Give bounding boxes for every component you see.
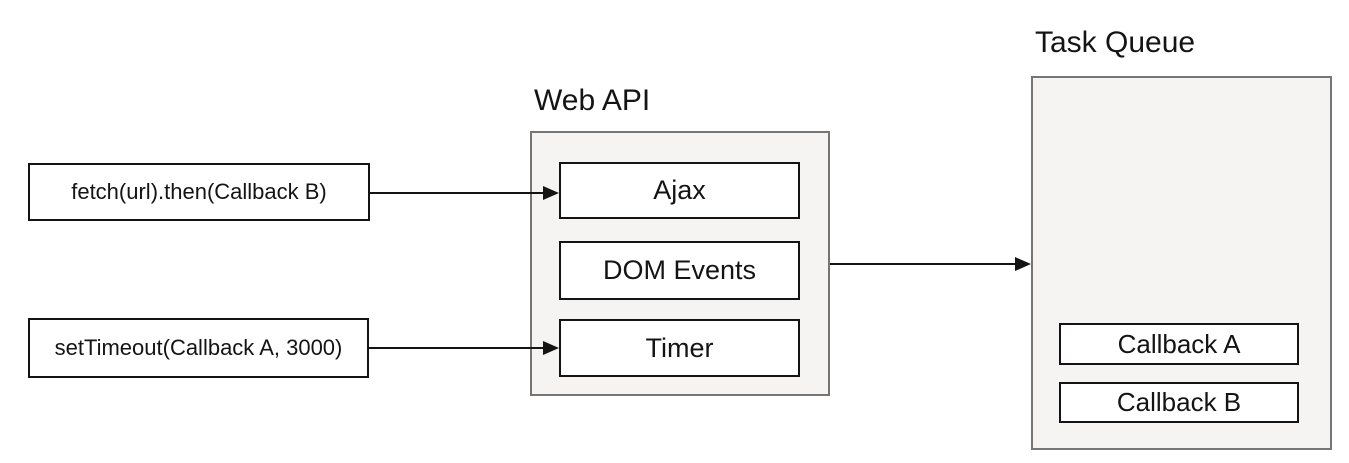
callback-a-label: Callback A xyxy=(1117,328,1241,359)
arrow-settimeout-to-timer xyxy=(369,341,559,355)
web-api-container: Ajax DOM Events Timer xyxy=(530,131,830,396)
web-api-title: Web API xyxy=(534,84,651,117)
ajax-label: Ajax xyxy=(653,175,706,205)
web-api-item-timer: Timer xyxy=(559,319,800,377)
arrowhead-icon xyxy=(543,341,559,355)
settimeout-call-box: setTimeout(Callback A, 3000) xyxy=(28,318,369,378)
task-queue-item-callback-b: Callback B xyxy=(1059,382,1299,423)
dom-events-label: DOM Events xyxy=(602,255,757,285)
timer-label: Timer xyxy=(645,332,714,363)
web-api-item-ajax: Ajax xyxy=(559,162,800,219)
task-queue-container: Callback A Callback B xyxy=(1031,76,1332,450)
fetch-call-box: fetch(url).then(Callback B) xyxy=(28,163,370,221)
arrow-shaft xyxy=(830,263,1020,265)
task-queue-title: Task Queue xyxy=(1035,26,1196,59)
callback-b-label: Callback B xyxy=(1116,387,1242,417)
arrow-shaft xyxy=(370,192,548,194)
arrow-fetch-to-ajax xyxy=(370,186,559,200)
task-queue-item-callback-a: Callback A xyxy=(1059,323,1299,365)
arrow-webapi-to-taskqueue xyxy=(830,257,1031,271)
web-api-item-dom-events: DOM Events xyxy=(559,241,800,300)
arrow-shaft xyxy=(369,347,548,349)
settimeout-call-label: setTimeout(Callback A, 3000) xyxy=(54,335,343,360)
arrowhead-icon xyxy=(543,186,559,200)
fetch-call-label: fetch(url).then(Callback B) xyxy=(71,179,327,204)
arrowhead-icon xyxy=(1015,257,1031,271)
